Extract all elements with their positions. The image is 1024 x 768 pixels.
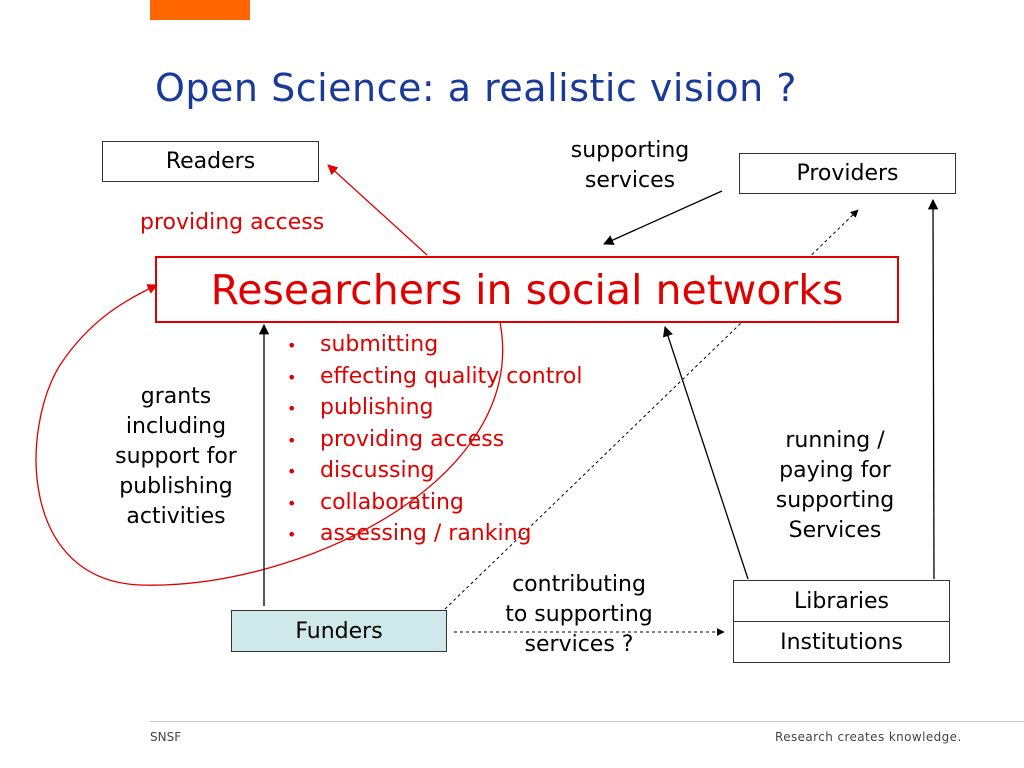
list-item: •submitting — [285, 330, 582, 362]
label-line: services ? — [524, 632, 634, 657]
arrow-libraries-to-researchers — [662, 326, 749, 580]
label-line: paying for — [779, 458, 891, 483]
label-grants: grants including support for publishing … — [96, 382, 256, 532]
bullet-icon: • — [287, 462, 297, 481]
node-providers: Providers — [739, 153, 956, 194]
node-readers: Readers — [102, 141, 319, 182]
label-contributing: contributing to supporting services ? — [484, 570, 674, 660]
arrow-libraries-to-providers — [927, 198, 939, 580]
label-line: services — [584, 168, 676, 193]
list-item: •publishing — [285, 393, 582, 425]
list-item: •providing access — [285, 425, 582, 457]
node-libraries: Libraries — [733, 580, 950, 622]
node-funders: Funders — [231, 610, 447, 652]
label-line: activities — [126, 504, 226, 529]
list-item: •discussing — [285, 456, 582, 488]
label-line: to supporting — [505, 602, 653, 627]
bullet-icon: • — [287, 430, 297, 450]
footer-divider — [150, 721, 1024, 722]
arrow-supporting-services — [603, 190, 723, 245]
list-item: •collaborating — [285, 488, 582, 520]
label-supporting-services: supporting services — [555, 136, 705, 196]
label-line: including — [125, 414, 227, 439]
accent-bar — [150, 0, 250, 20]
list-item: •effecting quality control — [285, 362, 582, 394]
arrow-providing-access — [327, 164, 428, 256]
node-researchers: Researchers in social networks — [155, 256, 899, 323]
bullet-icon: • — [287, 336, 297, 355]
list-item: •assessing / ranking — [285, 519, 582, 551]
bullet-icon: • — [287, 525, 297, 544]
label-running-paying: running / paying for supporting Services — [755, 426, 915, 546]
footer-tagline: Research creates knowledge. — [775, 730, 962, 744]
label-line: Services — [788, 518, 882, 543]
label-line: support for — [115, 444, 237, 469]
arrow-grants-loop — [35, 284, 504, 586]
bullet-icon: • — [287, 399, 297, 418]
label-providing-access: providing access — [140, 210, 325, 235]
bullet-icon: • — [287, 493, 297, 513]
label-line: contributing — [512, 572, 646, 597]
label-line: supporting — [775, 488, 895, 513]
node-institutions: Institutions — [733, 621, 950, 663]
label-line: running / — [785, 428, 885, 453]
label-line: supporting — [570, 138, 690, 163]
label-line: publishing — [119, 474, 233, 499]
page-title: Open Science: a realistic vision ? — [155, 66, 797, 110]
activities-list: •submitting •effecting quality control •… — [285, 330, 582, 551]
label-line: grants — [140, 384, 212, 409]
footer-org: SNSF — [150, 730, 182, 744]
bullet-icon: • — [287, 367, 297, 387]
